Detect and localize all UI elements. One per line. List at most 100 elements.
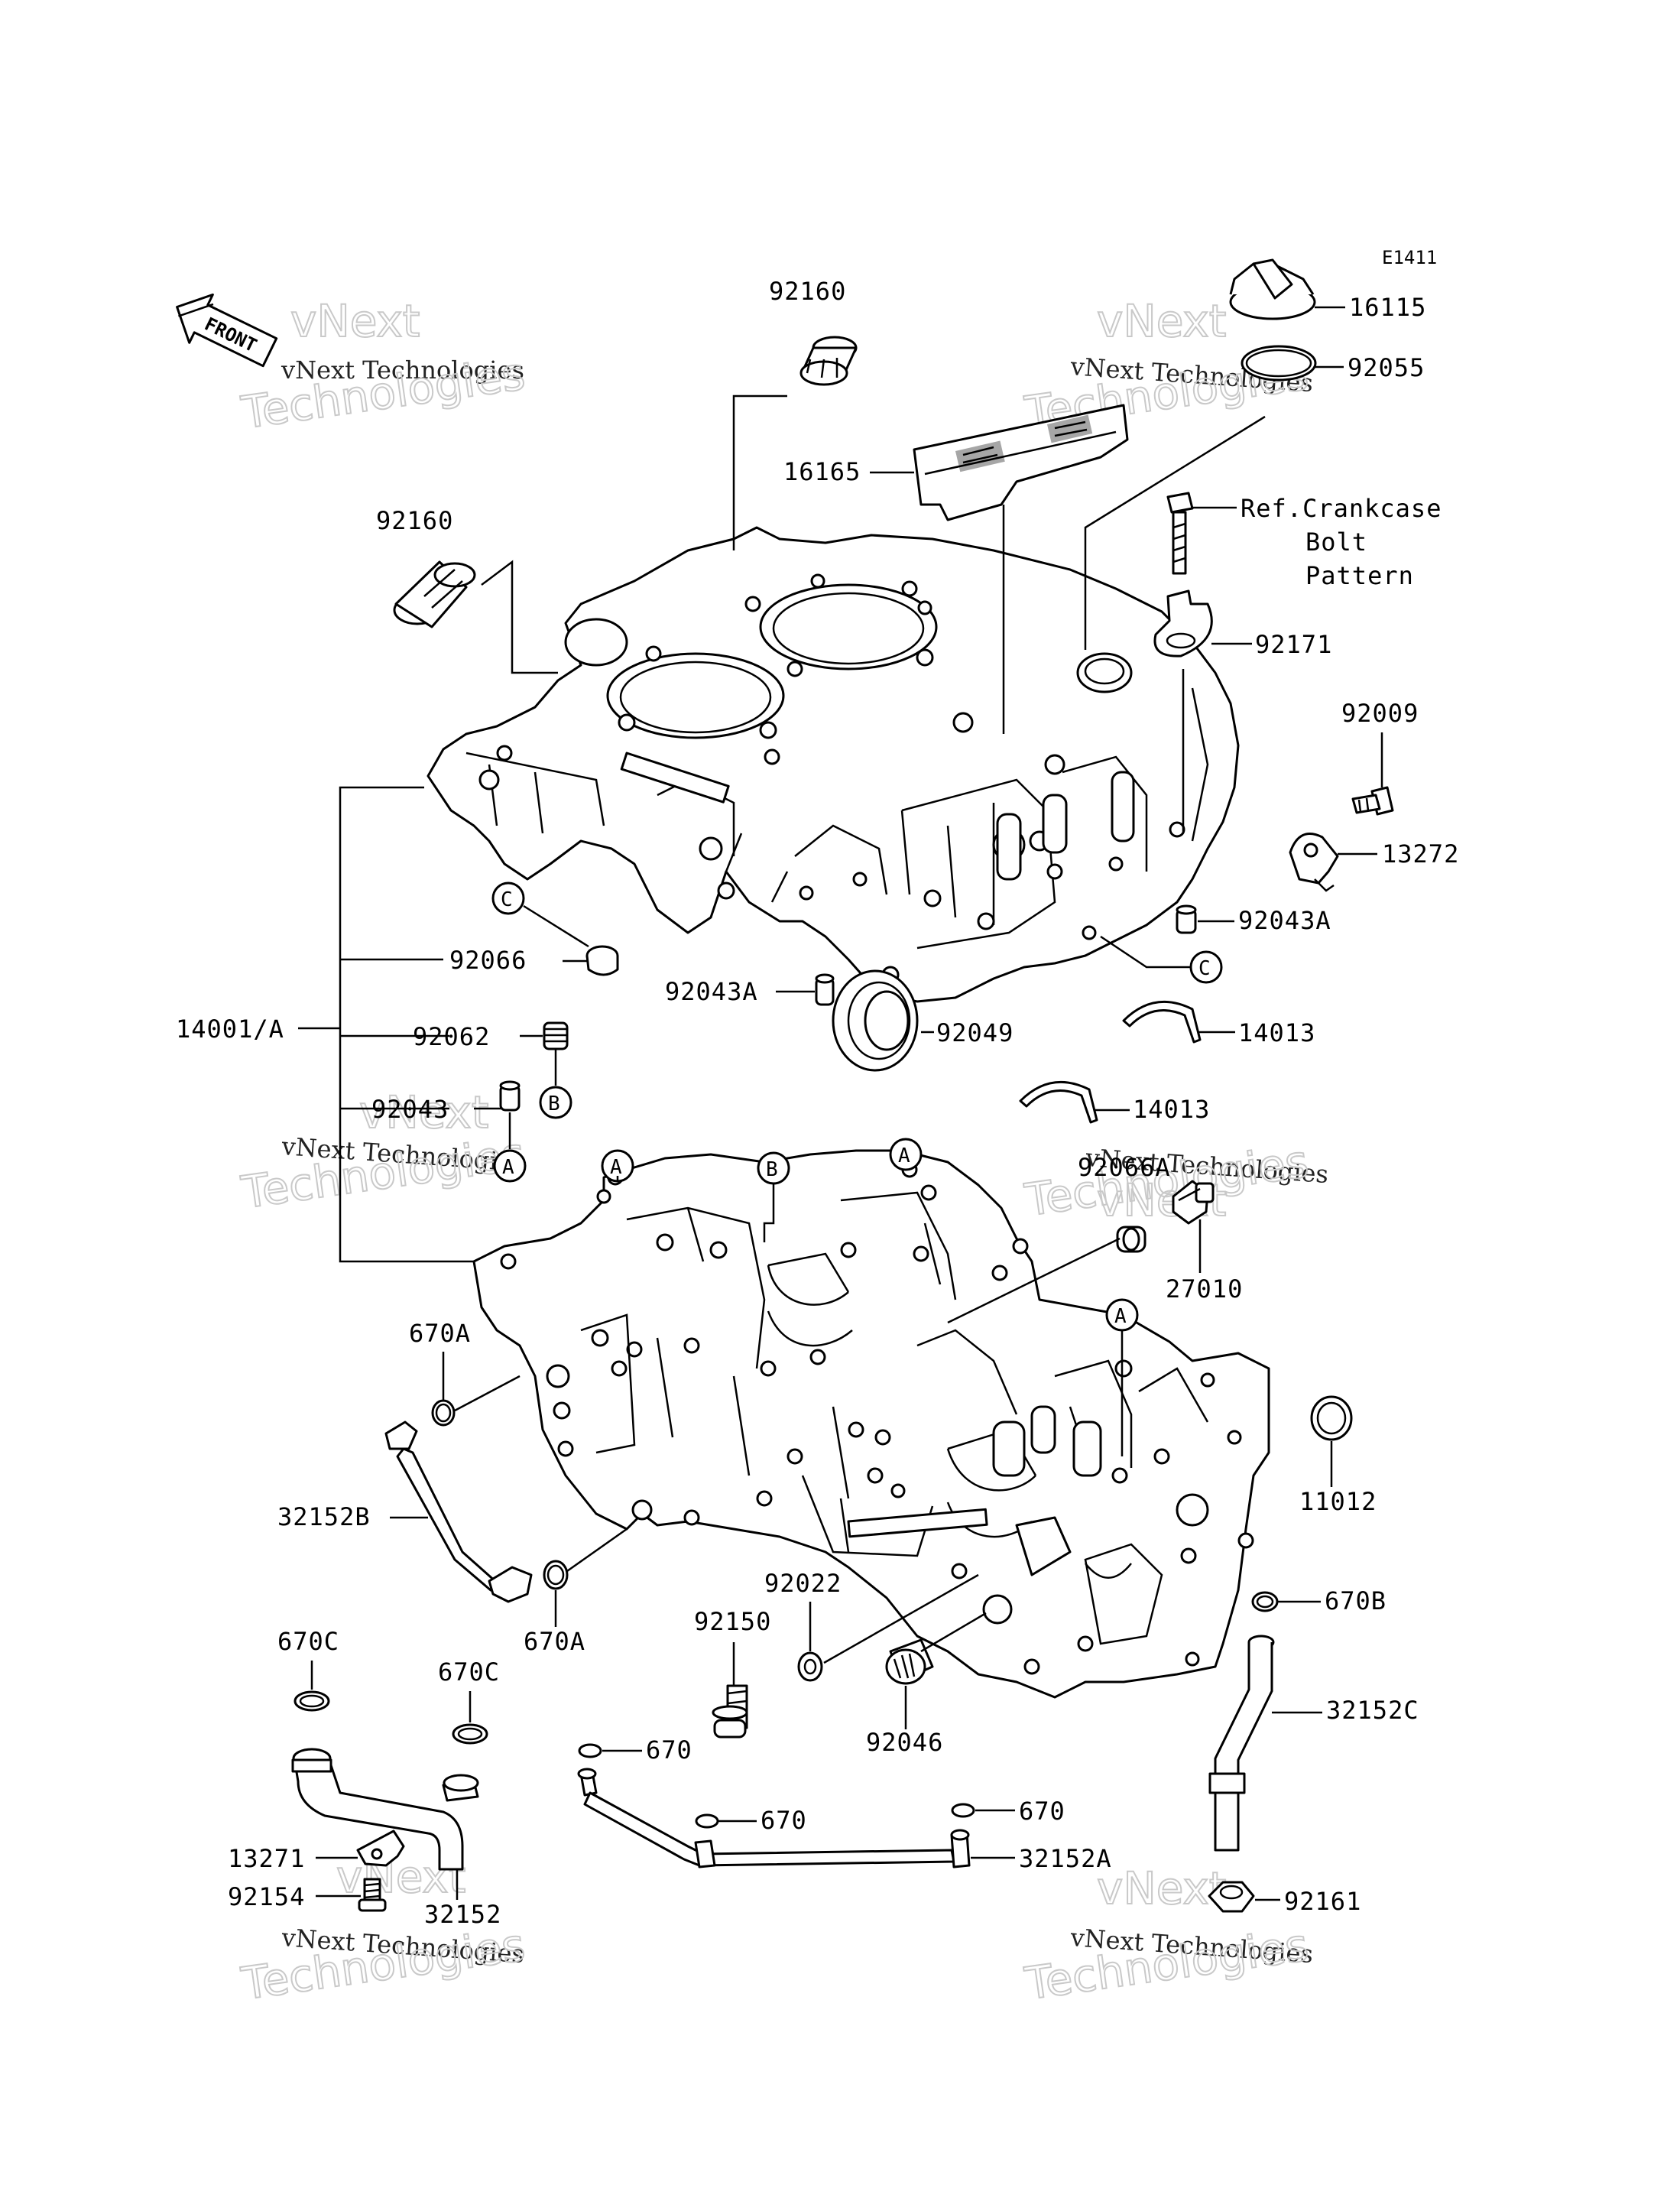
callout-a-top-1: A: [601, 1149, 634, 1183]
part-92009-screw: [1351, 786, 1394, 816]
label-92160-left: 92160: [376, 506, 453, 535]
part-92171-clamp: [1153, 589, 1213, 657]
part-32152A-pipe: [577, 1768, 971, 1868]
label-92009: 92009: [1341, 699, 1419, 728]
part-92066A: [1116, 1226, 1146, 1253]
label-92066: 92066: [449, 946, 527, 975]
part-11012-seal: [1310, 1395, 1353, 1441]
label-670C-left: 670C: [277, 1627, 339, 1656]
bracket-14001A: [298, 786, 474, 1263]
label-92171: 92171: [1255, 630, 1332, 659]
part-670B-ring: [1251, 1591, 1279, 1612]
upper-crankcase: [426, 526, 1240, 1003]
svg-text:vNext Technologies: vNext Technologies: [281, 356, 524, 385]
part-14013-guide-b: [1019, 1080, 1098, 1124]
svg-text:A: A: [898, 1144, 910, 1167]
label-16115: 16115: [1349, 293, 1426, 322]
svg-text:A: A: [502, 1156, 514, 1179]
svg-text:vNext: vNext: [1097, 1862, 1226, 1914]
svg-text:A: A: [610, 1156, 622, 1179]
label-27010: 27010: [1166, 1274, 1243, 1304]
label-670C-right: 670C: [438, 1657, 500, 1687]
part-92043A-right: [1176, 904, 1197, 934]
label-92043A-right: 92043A: [1238, 906, 1331, 935]
part-92066-plug: [585, 945, 619, 976]
svg-text:vNext: vNext: [359, 1086, 488, 1138]
label-16165: 16165: [783, 457, 861, 486]
part-670A-ring-bottom: [543, 1560, 569, 1590]
watermark-bottom-right: vNext vNext Technologies Technologies: [1020, 1862, 1314, 2011]
part-92062: [543, 1021, 569, 1050]
label-670-2: 670: [761, 1806, 807, 1835]
label-11012: 11012: [1299, 1487, 1377, 1516]
part-32152B-pipe: [384, 1420, 533, 1603]
label-670A-bottom: 670A: [524, 1627, 585, 1656]
part-92160-top: [799, 336, 858, 386]
callout-b-left: B: [539, 1049, 572, 1119]
part-32152-pipe: [291, 1748, 479, 1871]
label-670-1: 670: [646, 1735, 692, 1765]
part-27010-switch: [1172, 1180, 1215, 1225]
callout-c-right: C: [1100, 935, 1223, 984]
svg-text:B: B: [766, 1158, 778, 1181]
label-92150: 92150: [694, 1607, 771, 1636]
callout-c-left: C: [491, 881, 589, 948]
part-92043A-mid: [815, 973, 835, 1006]
label-92046: 92046: [866, 1728, 943, 1757]
part-92049-oil-seal: [832, 969, 919, 1072]
label-670B: 670B: [1325, 1586, 1386, 1615]
part-92022-washer: [797, 1651, 823, 1682]
part-92055-o-ring: [1241, 345, 1317, 381]
part-16115-oil-cap: [1229, 258, 1316, 320]
watermark-bottom-left: vNext vNext Technologies Technologies: [237, 1850, 528, 2011]
label-32152B: 32152B: [277, 1502, 371, 1531]
part-92043: [499, 1080, 521, 1112]
part-670-ring-1: [578, 1743, 602, 1758]
svg-text:B: B: [548, 1093, 560, 1115]
label-13271: 13271: [228, 1844, 305, 1873]
label-14013-a: 14013: [1238, 1018, 1315, 1047]
label-32152C: 32152C: [1326, 1696, 1419, 1725]
cylinder-bore: [606, 652, 785, 739]
lower-crankcase: [472, 1149, 1270, 1699]
label-32152A: 32152A: [1019, 1844, 1112, 1873]
part-32152C-pipe: [1208, 1635, 1275, 1852]
label-14001A: 14001/A: [176, 1015, 284, 1044]
part-92161: [1208, 1881, 1255, 1913]
diagram-code: E1411: [1382, 247, 1437, 268]
label-670A-top: 670A: [409, 1319, 471, 1348]
svg-text:A: A: [1114, 1305, 1127, 1328]
part-670C-ring-right: [452, 1723, 488, 1745]
label-92066A: 92066A: [1078, 1153, 1171, 1182]
part-92160-left: [393, 560, 476, 628]
label-92022: 92022: [764, 1569, 842, 1598]
part-92150-bolt: [712, 1684, 748, 1739]
watermark-top-left: vNext vNext Technologies Technologies: [237, 294, 528, 440]
part-13272-plate: [1289, 833, 1339, 892]
label-92043A-mid: 92043A: [665, 977, 758, 1006]
callout-a-top-2: A: [889, 1138, 923, 1171]
label-13272: 13272: [1382, 839, 1459, 868]
callout-a-left: A: [493, 1112, 527, 1183]
part-13271-plate: [356, 1830, 405, 1867]
part-670A-ring-top: [431, 1399, 456, 1427]
ref-note-line3: Pattern: [1305, 561, 1414, 590]
label-670-3: 670: [1019, 1797, 1065, 1826]
label-92062: 92062: [413, 1022, 490, 1051]
callout-a-right: A: [1105, 1298, 1139, 1456]
label-32152: 32152: [424, 1900, 501, 1929]
svg-text:C: C: [1198, 957, 1211, 980]
callout-b-top: B: [757, 1151, 790, 1242]
label-14013-b: 14013: [1133, 1095, 1210, 1124]
part-16165-breather-cover: [913, 404, 1129, 521]
part-92046-bearing: [885, 1638, 934, 1685]
part-670-ring-3: [951, 1803, 975, 1818]
part-670C-ring-left: [294, 1690, 330, 1712]
label-92160-top: 92160: [769, 277, 846, 306]
svg-text:vNext: vNext: [290, 295, 420, 347]
svg-text:C: C: [501, 888, 513, 911]
label-92161: 92161: [1284, 1887, 1361, 1916]
label-92055: 92055: [1348, 353, 1425, 382]
front-arrow-icon: FRONT: [176, 293, 278, 368]
